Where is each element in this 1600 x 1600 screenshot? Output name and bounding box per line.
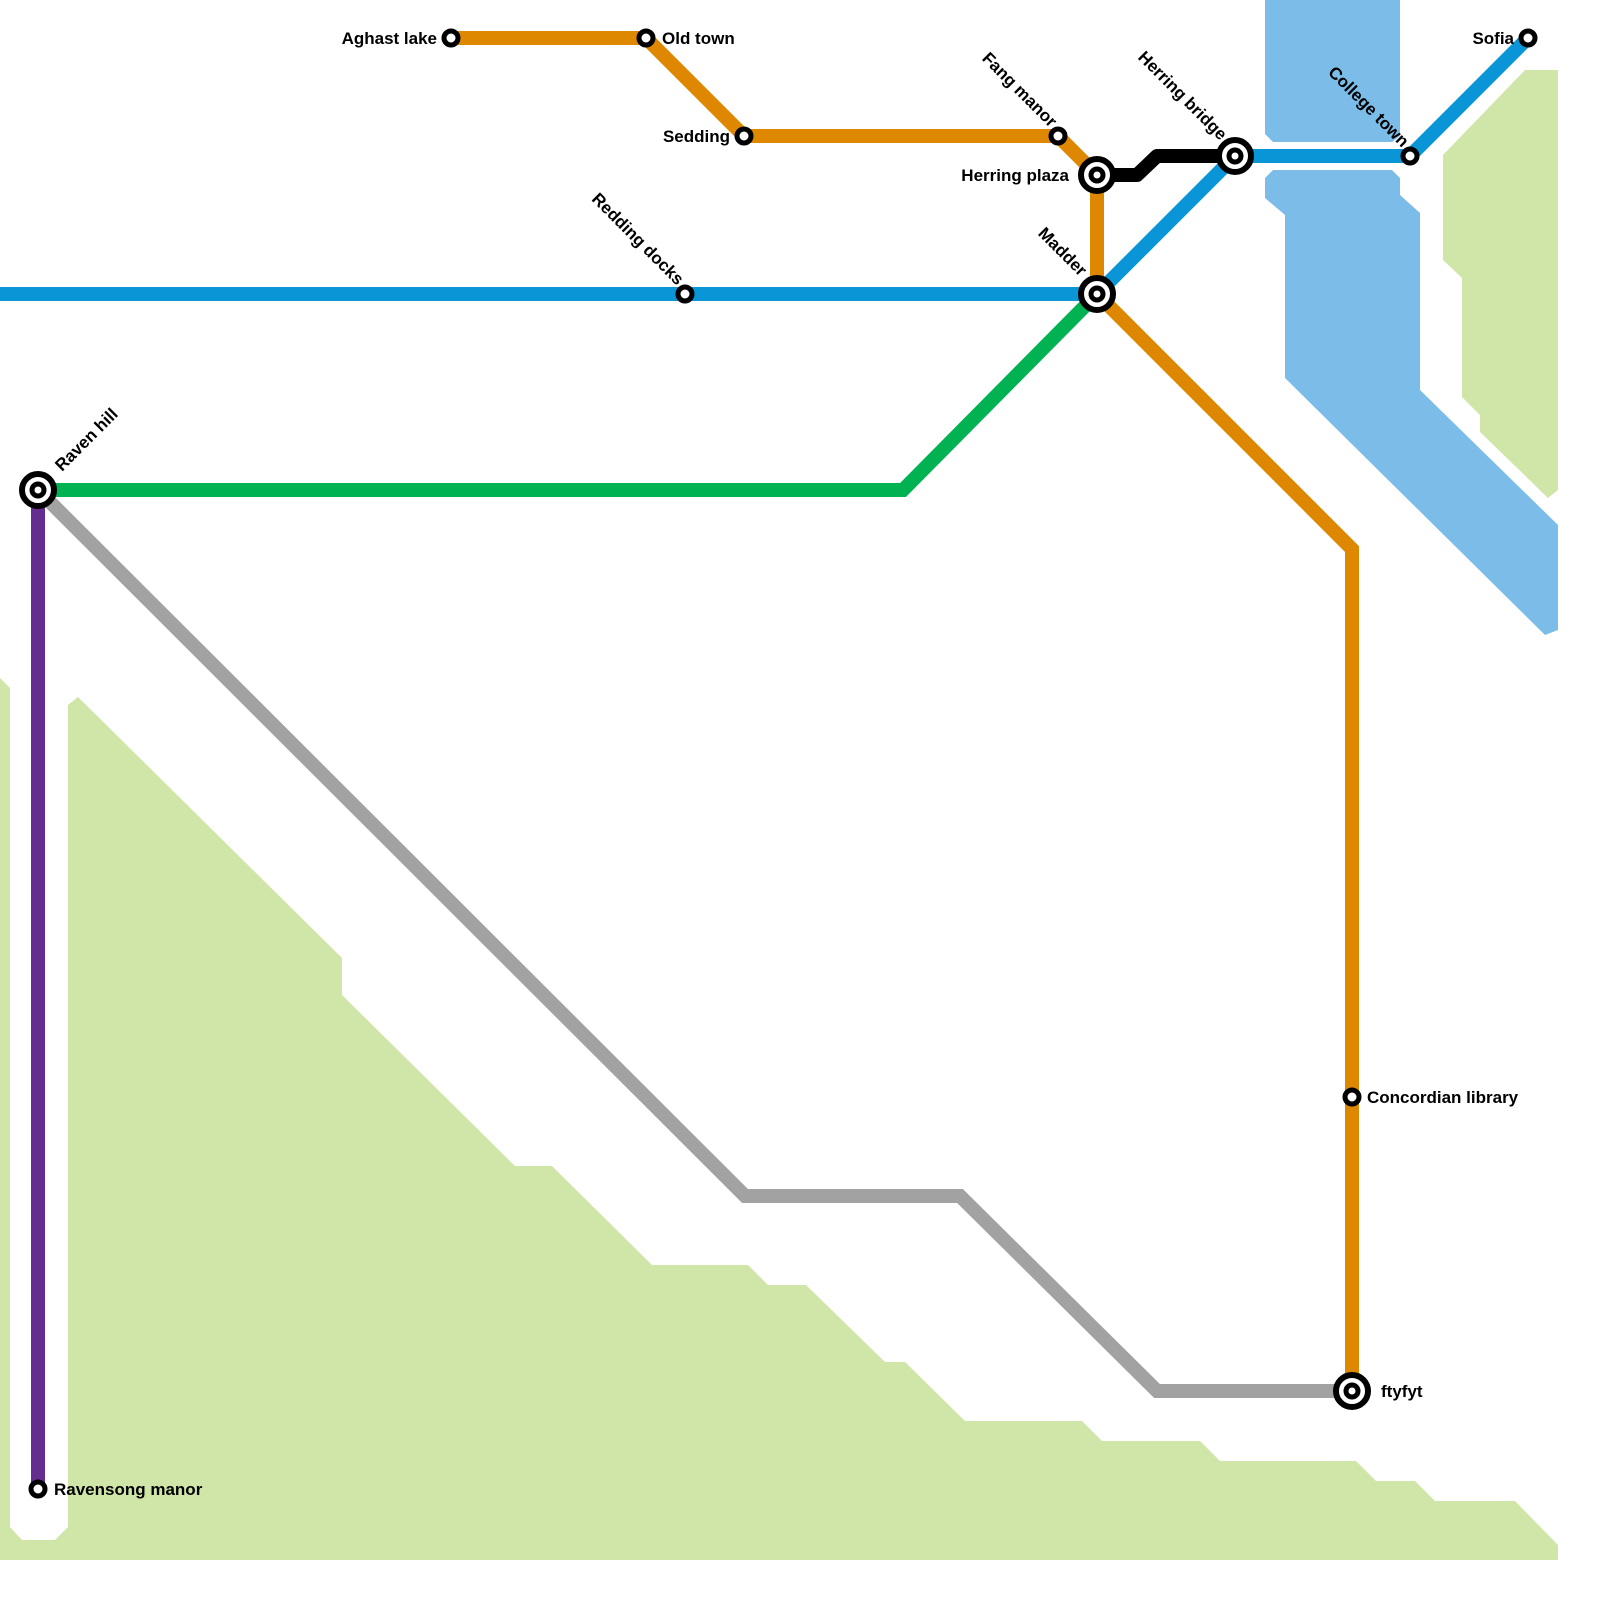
station-marker-aghast-lake[interactable] xyxy=(441,28,461,48)
station-marker-old-town[interactable] xyxy=(636,28,656,48)
label-raven-hill: Raven hill xyxy=(51,405,121,475)
station-marker-fang-manor[interactable] xyxy=(1048,126,1068,146)
station-marker-ravensong-manor[interactable] xyxy=(28,1479,48,1499)
water-north xyxy=(1265,0,1400,142)
station-marker-sedding[interactable] xyxy=(734,126,754,146)
background-features xyxy=(0,0,1558,1560)
station-marker-redding-docks[interactable] xyxy=(675,284,695,304)
label-redding-docks: Redding docks xyxy=(588,189,688,289)
stations xyxy=(19,28,1538,1499)
label-old-town: Old town xyxy=(662,29,735,48)
station-marker-sofia[interactable] xyxy=(1518,28,1538,48)
green-line[interactable] xyxy=(38,289,1102,497)
black-line[interactable] xyxy=(1097,149,1235,182)
interchange-raven-hill[interactable] xyxy=(19,471,57,509)
label-sofia: Sofia xyxy=(1472,29,1514,48)
orange-line[interactable] xyxy=(451,31,1359,1391)
station-marker-college-town[interactable] xyxy=(1400,146,1420,166)
interchange-ftyfyt[interactable] xyxy=(1333,1372,1371,1410)
interchange-herring-plaza[interactable] xyxy=(1078,156,1116,194)
label-sedding: Sedding xyxy=(663,127,730,146)
label-aghast-lake: Aghast lake xyxy=(342,29,437,48)
label-ravensong-manor: Ravensong manor xyxy=(54,1480,203,1499)
label-concordian-library: Concordian library xyxy=(1367,1088,1519,1107)
label-herring-plaza: Herring plaza xyxy=(961,166,1069,185)
park-east xyxy=(1443,70,1558,498)
label-madder: Madder xyxy=(1034,224,1090,280)
label-fang-manor: Fang manor xyxy=(978,49,1060,131)
gray-line[interactable] xyxy=(33,485,1352,1398)
park-southwest xyxy=(0,678,1558,1560)
water-river xyxy=(1265,170,1558,635)
label-ftyfyt: ftyfyt xyxy=(1381,1382,1423,1401)
station-marker-concordian-library[interactable] xyxy=(1342,1087,1362,1107)
label-herring-bridge: Herring bridge xyxy=(1134,48,1230,144)
interchange-herring-bridge[interactable] xyxy=(1216,137,1254,175)
interchange-madder[interactable] xyxy=(1078,275,1116,313)
